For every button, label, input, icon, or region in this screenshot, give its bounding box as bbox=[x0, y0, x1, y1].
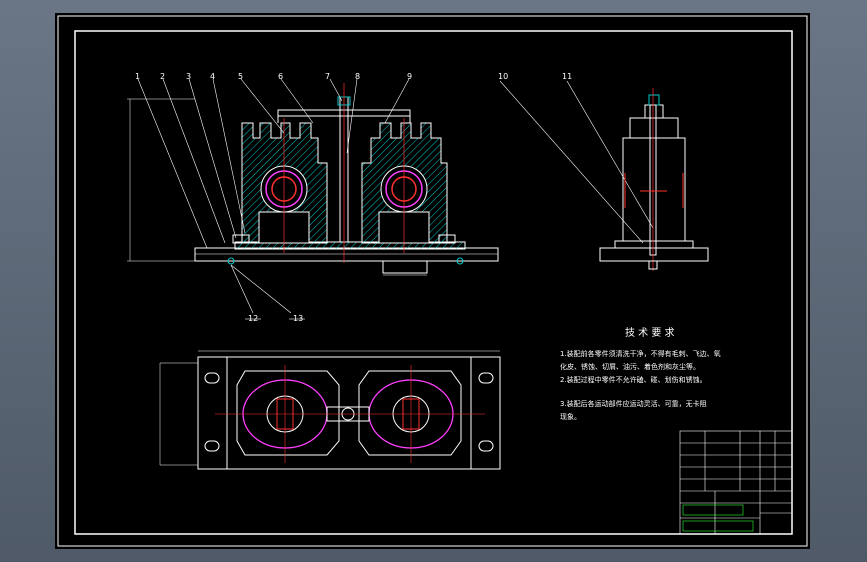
tech-note-2: 化皮、锈蚀、切屑、油污、着色剂和灰尘等。 bbox=[560, 362, 700, 371]
outer-frame bbox=[57, 15, 808, 547]
tech-note-4: 3.装配后各运动部件应运动灵活、可靠，无卡阻 bbox=[560, 399, 707, 408]
tech-note-1: 1.装配前各零件须清洗干净，不得有毛刺、飞边、氧 bbox=[560, 349, 721, 358]
tech-title: 技 术 要 求 bbox=[625, 326, 675, 339]
part-label-5: 5 bbox=[238, 72, 243, 81]
cad-drawing: 1 2 3 4 5 6 7 8 9 10 11 12 13 bbox=[57, 15, 808, 547]
part-label-10: 10 bbox=[498, 72, 508, 81]
part-label-2: 2 bbox=[160, 72, 165, 81]
technical-requirements: 技 术 要 求 1.装配前各零件须清洗干净，不得有毛刺、飞边、氧 化皮、锈蚀、切… bbox=[560, 326, 721, 421]
tech-note-5: 现象。 bbox=[560, 412, 581, 421]
part-label-9: 9 bbox=[407, 72, 412, 81]
leader-lines bbox=[137, 78, 654, 314]
part-label-6: 6 bbox=[278, 72, 283, 81]
title-block[interactable] bbox=[679, 430, 793, 535]
part-label-13: 13 bbox=[293, 314, 303, 323]
part-labels: 1 2 3 4 5 6 7 8 9 10 11 12 13 bbox=[135, 72, 572, 323]
side-view bbox=[599, 88, 709, 271]
part-label-1: 1 bbox=[135, 72, 140, 81]
drawing-sheet[interactable]: 1 2 3 4 5 6 7 8 9 10 11 12 13 bbox=[55, 13, 810, 549]
part-label-8: 8 bbox=[355, 72, 360, 81]
part-label-12: 12 bbox=[248, 314, 258, 323]
top-view bbox=[159, 350, 501, 470]
part-label-7: 7 bbox=[325, 72, 330, 81]
inner-frame bbox=[74, 30, 793, 535]
part-label-3: 3 bbox=[186, 72, 191, 81]
tech-note-3: 2.装配过程中零件不允许磕、碰、划伤和锈蚀。 bbox=[560, 375, 707, 384]
front-section-view bbox=[127, 83, 499, 276]
part-label-11: 11 bbox=[562, 72, 572, 81]
part-label-4: 4 bbox=[210, 72, 215, 81]
